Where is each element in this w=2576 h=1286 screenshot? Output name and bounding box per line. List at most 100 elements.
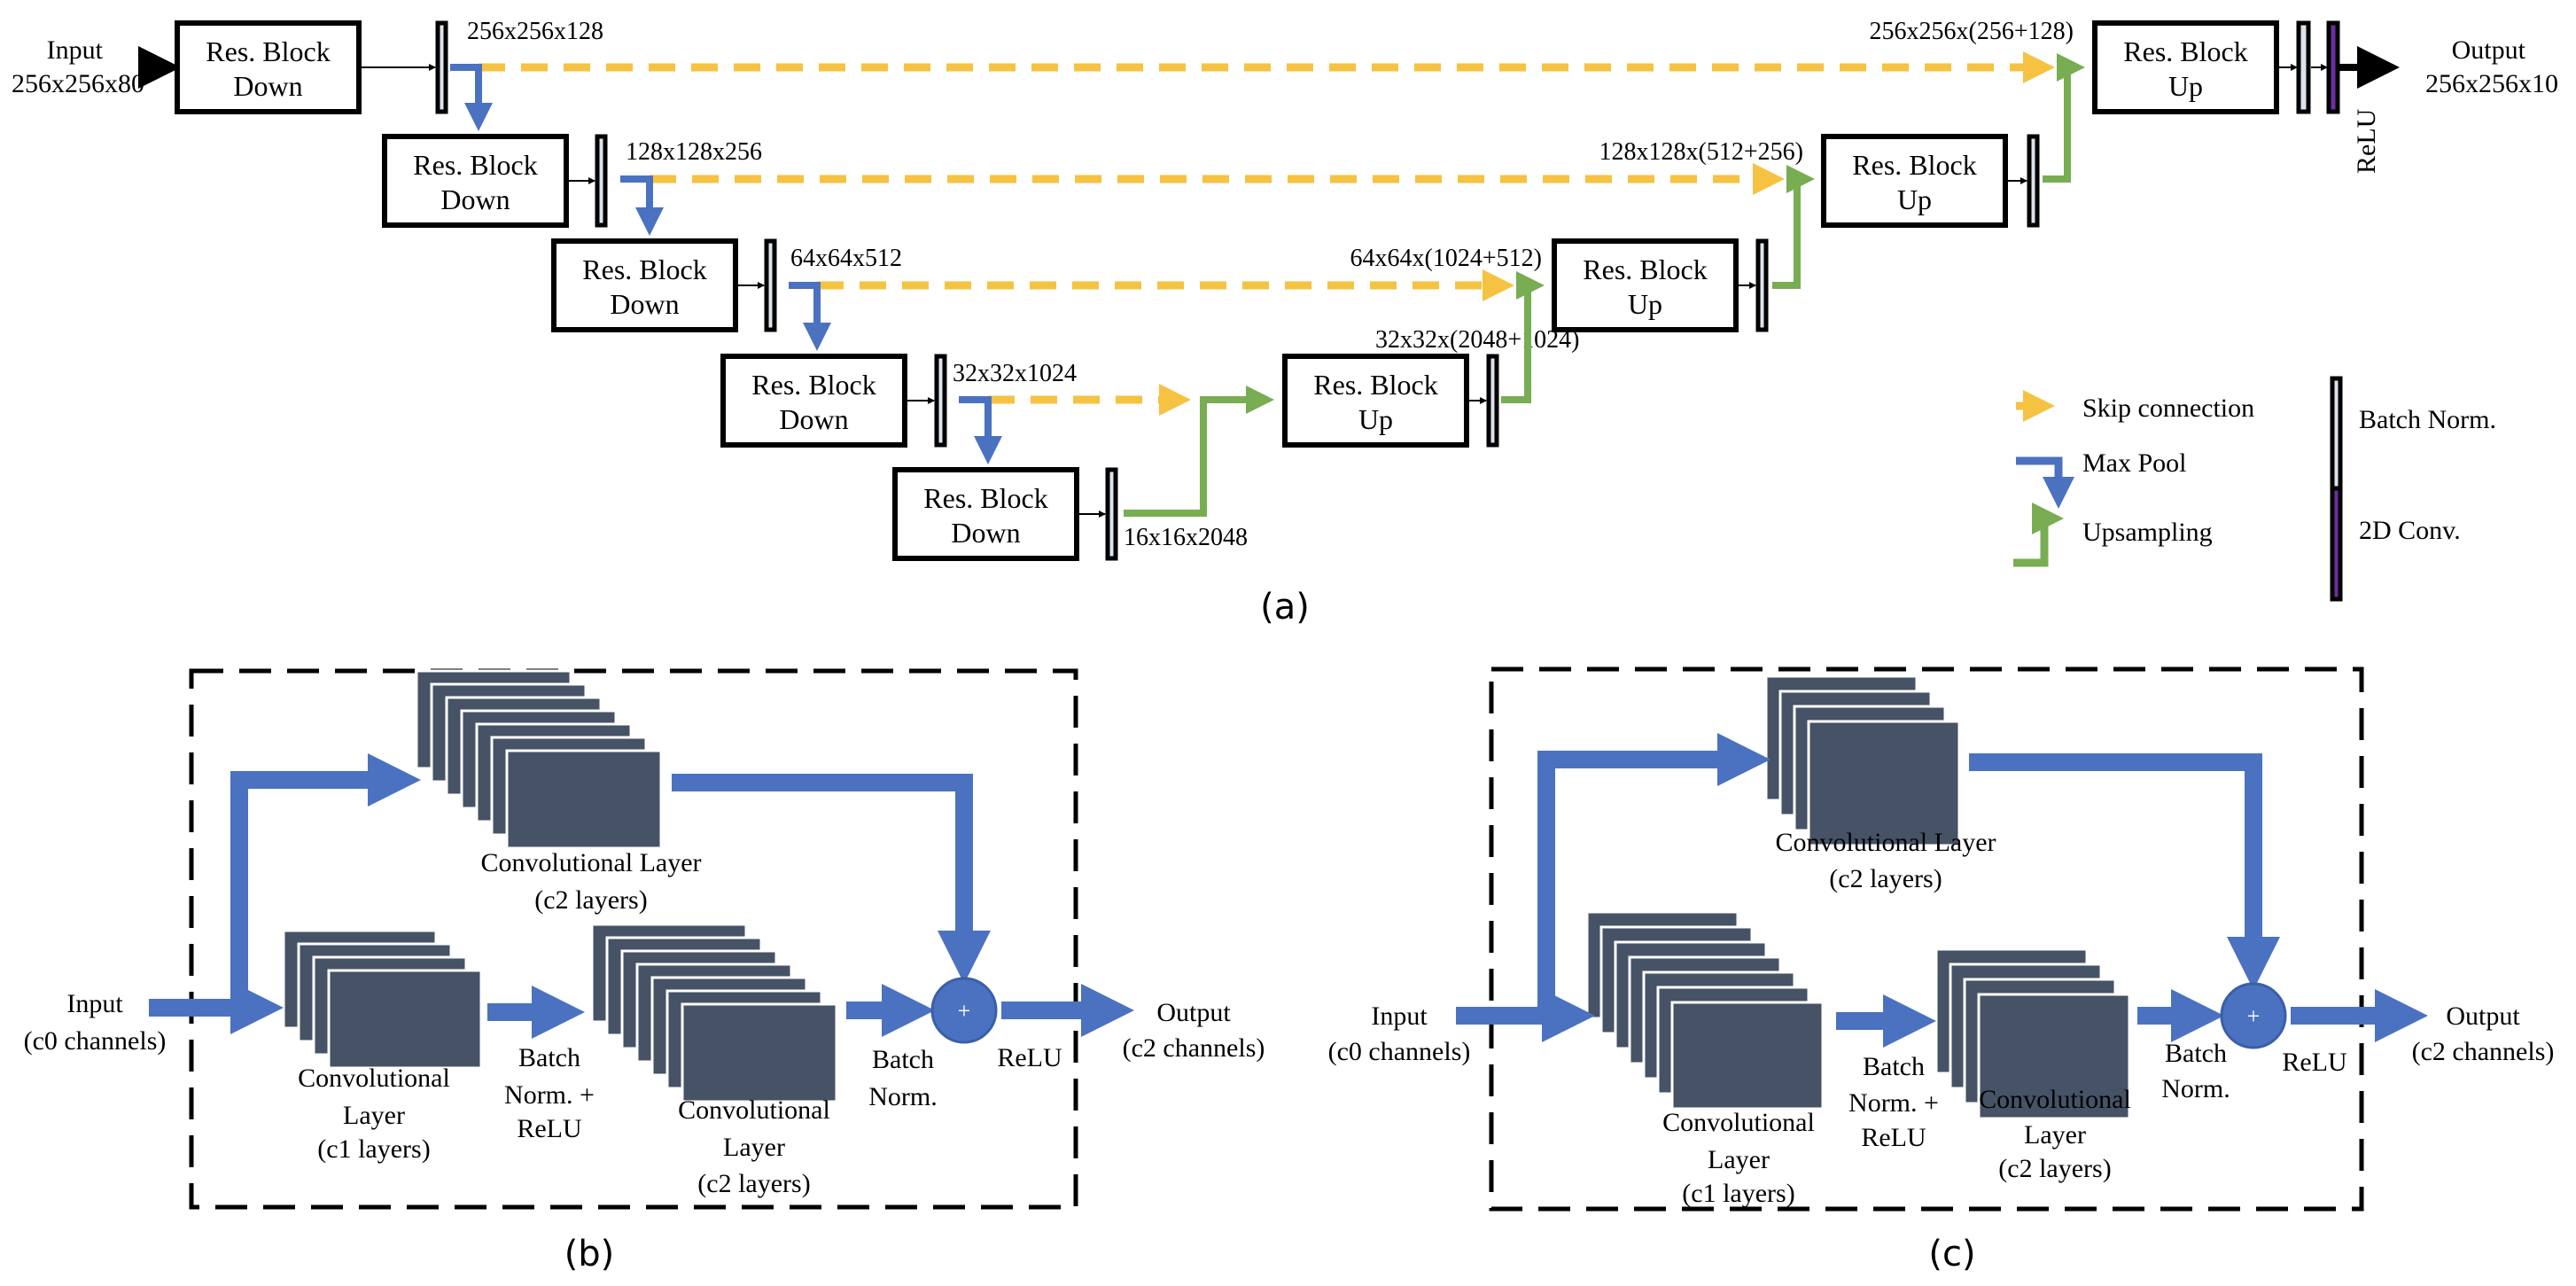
batchnorm-bar [1486,354,1499,448]
upsampling-arrow-2 [1501,271,1545,403]
output-label: Output 256x256x10 [2425,35,2558,98]
c-skip-branch-arrow [1537,733,1771,1016]
panel-c-frame [1489,666,2364,1212]
upsampling-arrow-3 [1772,165,1815,289]
legend-skip-label: Skip connection [2082,394,2254,423]
upsampling-arrows [1124,53,2085,517]
legend-maxpool-label: Max Pool [2082,448,2187,478]
b-conv1-stack [282,929,483,1070]
batchnorm-bar [2027,134,2040,228]
c-top-conv-stack [1764,674,1961,847]
b-skip-branch-arrow [230,753,421,1008]
b-relu-label: ReLU [997,1043,1062,1072]
legend-batchnorm-label: Batch Norm. [2359,405,2496,434]
b-top-conv-label: Convolutional Layer(c2 layers) [480,848,701,915]
tensor-dims-label: 64x64x512 [790,245,902,272]
caption-b: (b) [564,1234,615,1274]
feature-map [505,749,663,850]
relu-label: ReLU [2352,108,2381,174]
feature-map [1807,720,1961,847]
feature-map [1977,993,2131,1120]
c-relu-label: ReLU [2282,1048,2347,1077]
feature-map [327,969,483,1070]
c-output-label: Output(c2 channels) [2412,1002,2555,1066]
c-top-out-arrow [1969,753,2280,990]
block-box [2092,20,2279,114]
b-top-conv-stack [415,669,663,850]
maxpool-arrow-2 [620,175,664,236]
legend-upsampling-icon [2013,503,2064,567]
block-box [1282,354,1469,448]
legend: Skip connection Max Pool Upsampling Batc… [2013,376,2496,602]
c-sum-plus: + [2247,1003,2261,1029]
batchnorm-bar [934,354,947,448]
block-box [720,354,907,448]
caption-c: (c) [1928,1234,1975,1274]
block-box [1552,238,1739,332]
maxpool-arrow-3 [789,282,831,351]
block-box [892,467,1079,561]
batchnorm-bar [764,238,777,332]
c-input-label: Input(c0 channels) [1328,1002,1471,1066]
c-top-conv-label: Convolutional Layer(c2 layers) [1775,828,1996,893]
feature-map [1670,1001,1825,1111]
tensor-dims-label: 128x128x256 [626,138,762,166]
tensor-dims-label: 32x32x(2048+1024) [1375,326,1579,354]
batchnorm-bar [435,20,448,114]
b-top-out-arrow [672,774,991,984]
maxpool-arrows [450,64,1002,464]
tensor-dims-label: 128x128x(512+256) [1599,138,1803,166]
block-box [382,134,569,228]
conv2d-bar [2326,20,2340,114]
batchnorm-bar [1755,238,1769,332]
batchnorm-bar-final [2296,20,2311,114]
caption-a: (a) [1260,587,1310,627]
feature-map [681,1002,838,1103]
c-conv2-stack [1934,947,2131,1120]
tensor-dims-label: 16x16x2048 [1124,524,1248,551]
input-label: Input 256x256x80 [12,35,144,98]
legend-upsampling-label: Upsampling [2082,518,2213,547]
skip-connections [479,51,2055,416]
panel-b: + Input(c0 channels) Output(c2 channels)… [24,668,1265,1274]
batchnorm-bar [595,134,608,228]
panel-c: + Input(c0 channels) Output(c2 channels)… [1328,666,2555,1274]
b-sum-plus: + [958,998,971,1024]
maxpool-arrow-4 [959,396,1002,464]
c-sum-node [2220,982,2287,1049]
block-box [551,238,738,332]
block-box [1821,134,2008,228]
block-box [175,20,362,114]
c-conv1-stack [1585,910,1825,1111]
tensor-dims-label: 256x256x128 [467,18,603,45]
tensor-dims-label: 256x256x(256+128) [1870,18,2074,45]
b-input-label: Input(c0 channels) [24,989,167,1056]
panel-b-frame [189,668,1078,1210]
legend-conv2d-label: 2D Conv. [2359,516,2461,545]
maxpool-arrow-1 [450,64,493,131]
